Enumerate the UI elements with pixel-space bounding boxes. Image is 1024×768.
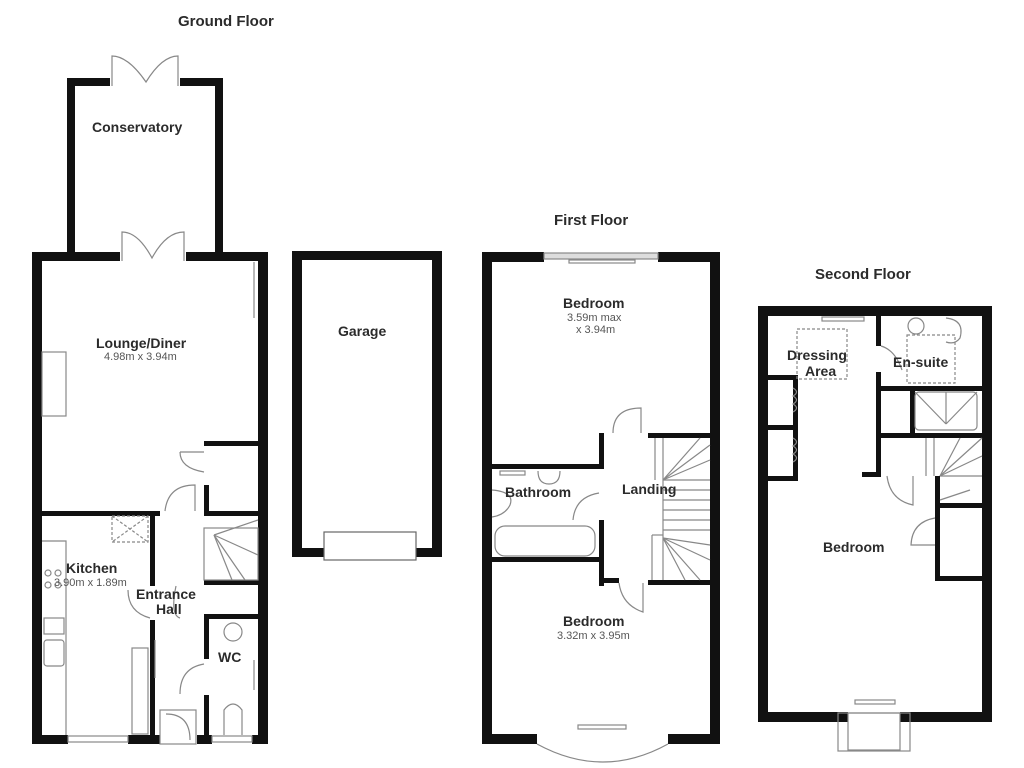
second-floor-fixtures [791,316,983,752]
garage-walls [292,251,442,561]
first-floor-fixtures [491,252,711,763]
first-floor-walls [482,252,720,744]
ground-floor-walls [32,78,268,744]
room-conservatory: Conservatory [92,119,183,135]
room-dressing-area-line1: Dressing [787,347,847,363]
room-entrance-hall-line1: Entrance [136,586,196,602]
room-wc: WC [218,649,242,665]
room-first-bedroom-1-dimensions-line2: x 3.94m [576,324,616,336]
room-second-bedroom: Bedroom [823,539,885,555]
room-first-bedroom-2: Bedroom [563,613,625,629]
room-lounge-diner-dimensions: 4.98m x 3.94m [104,351,177,363]
room-en-suite: En-suite [893,354,949,370]
room-kitchen: Kitchen [66,560,118,576]
second-floor-title: Second Floor [815,266,911,283]
room-first-bedroom-1: Bedroom [563,295,625,311]
room-landing: Landing [622,481,677,497]
room-garage: Garage [338,323,387,339]
room-entrance-hall-line2: Hall [156,601,182,617]
room-dressing-area-line2: Area [805,363,837,379]
room-lounge-diner: Lounge/Diner [96,335,187,351]
room-bathroom: Bathroom [505,484,572,500]
ground-floor-title: Ground Floor [178,13,274,30]
room-kitchen-dimensions: 3.90m x 1.89m [54,577,127,589]
ground-floor-fixtures [41,55,259,745]
room-first-bedroom-1-dimensions-line1: 3.59m max [567,312,622,324]
first-floor-title: First Floor [554,212,629,229]
room-first-bedroom-2-dimensions: 3.32m x 3.95m [557,630,630,642]
second-floor-walls [758,306,992,722]
